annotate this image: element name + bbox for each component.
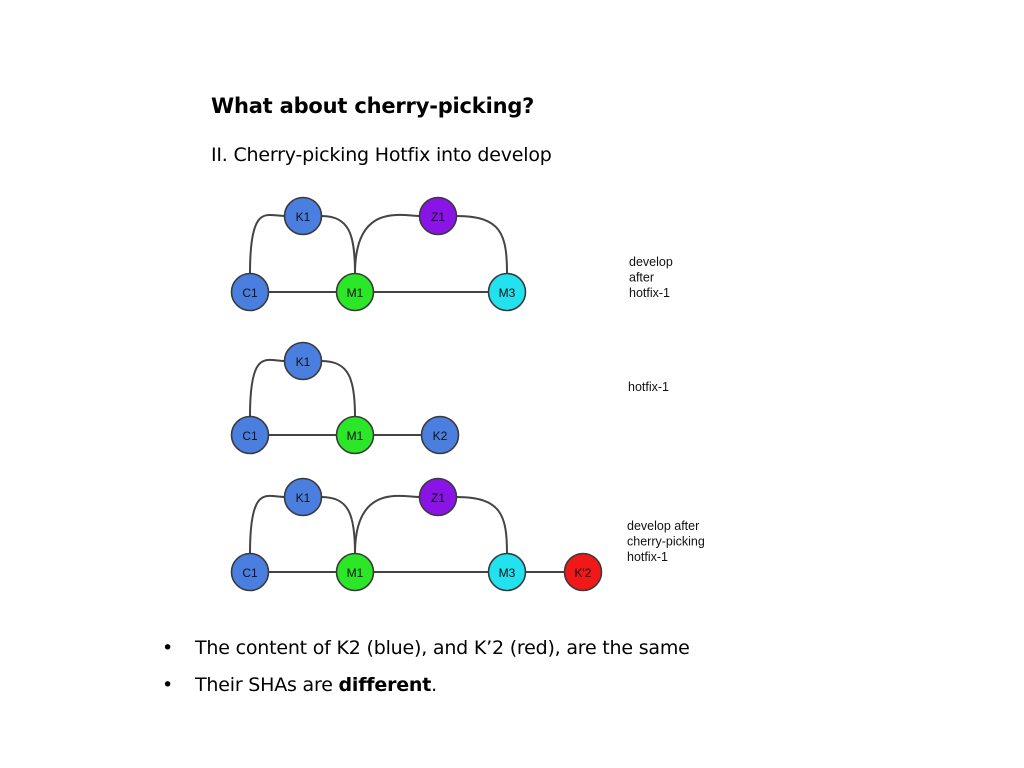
commit-node: C1 [230, 272, 270, 312]
branch-label-line: develop after [627, 519, 699, 533]
slide-subtitle: II. Cherry-picking Hotfix into develop [211, 144, 552, 166]
commit-node: M1 [335, 272, 375, 312]
commit-circle [335, 272, 375, 312]
commit-label: K1 [296, 355, 311, 369]
commit-edge [321, 215, 356, 274]
commit-circle [230, 552, 270, 592]
commit-edge [321, 360, 356, 417]
commit-node: K1 [283, 477, 323, 517]
commit-node: C1 [230, 415, 270, 455]
slide-title: What about cherry-picking? [211, 94, 535, 118]
commit-label: Z1 [431, 491, 445, 505]
commit-circle [230, 415, 270, 455]
commit-circle [230, 272, 270, 312]
commit-edge [249, 358, 285, 417]
commit-circle [563, 552, 603, 592]
branch-label-line: develop [629, 255, 673, 269]
bullet-text-part: . [431, 674, 437, 696]
commit-edge [354, 494, 420, 554]
commit-label: M1 [347, 286, 364, 300]
commit-circle [418, 477, 458, 517]
commit-circle [283, 196, 323, 236]
commit-node: C1 [230, 552, 270, 592]
commit-node: M3 [487, 552, 527, 592]
commit-node: Z1 [418, 196, 458, 236]
commit-circle [487, 272, 527, 312]
commit-node: Z1 [418, 477, 458, 517]
commit-edge [321, 496, 356, 554]
commit-label: M1 [347, 429, 364, 443]
commit-label: C1 [242, 286, 258, 300]
bullet-text: Their SHAs are different. [195, 671, 437, 699]
commit-circle [487, 552, 527, 592]
commit-circle [418, 196, 458, 236]
commit-circle [283, 341, 323, 381]
bullet-marker: • [162, 674, 174, 696]
bullet-marker: • [162, 637, 174, 659]
commit-circle [335, 552, 375, 592]
commit-circle [283, 477, 323, 517]
branch-label-line: hotfix-1 [629, 286, 670, 300]
commit-label: Z1 [431, 210, 445, 224]
commit-edge [456, 496, 508, 554]
commit-edge [456, 215, 508, 274]
branch-label: hotfix-1 [628, 380, 669, 394]
commit-label: M3 [499, 566, 516, 580]
bullet-text-part: Their SHAs are [195, 674, 339, 696]
commit-node: K2 [420, 415, 460, 455]
commit-node: M1 [335, 415, 375, 455]
commit-label: C1 [242, 429, 258, 443]
commit-label: K'2 [575, 566, 592, 580]
commit-node: M1 [335, 552, 375, 592]
commit-label: K1 [296, 491, 311, 505]
branch-label-line: hotfix-1 [628, 380, 669, 394]
commit-label: M3 [499, 286, 516, 300]
commit-node: M3 [487, 272, 527, 312]
commit-label: K2 [433, 429, 448, 443]
commit-node: K1 [283, 341, 323, 381]
bullet-text-bold-part: different [338, 674, 432, 696]
branch-label-line: hotfix-1 [627, 550, 668, 564]
branch-label-line: cherry-picking [627, 535, 705, 549]
commit-label: M1 [347, 566, 364, 580]
commit-label: K1 [296, 210, 311, 224]
bullet-text: The content of K2 (blue), and K’2 (red),… [195, 634, 690, 662]
commit-edge [249, 213, 285, 274]
commit-circle [420, 415, 460, 455]
commit-node: K'2 [563, 552, 603, 592]
branch-label-line: after [629, 271, 654, 285]
commit-edge [249, 494, 285, 554]
commit-circle [335, 415, 375, 455]
commit-edge [354, 213, 420, 274]
commit-label: C1 [242, 566, 258, 580]
commit-node: K1 [283, 196, 323, 236]
bullet-text-part: The content of K2 (blue), and K’2 (red),… [195, 637, 690, 659]
